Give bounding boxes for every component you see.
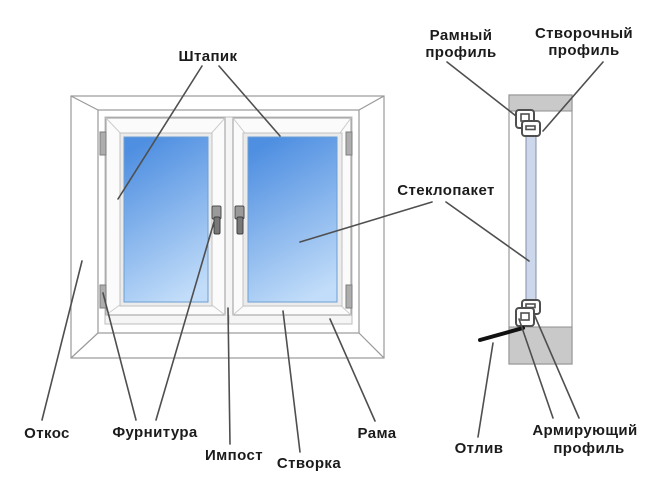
bottom-profile-reinforcement <box>520 312 530 321</box>
label-frame-profile-line1: Рамный <box>430 27 493 44</box>
pointer-drip <box>477 342 494 438</box>
frame-profile-reinforcement <box>520 113 530 122</box>
drip-sill-icon <box>478 326 525 342</box>
label-reinforcing-profile-line2: профиль <box>553 440 624 457</box>
label-glass-unit: Стеклопакет <box>397 182 495 199</box>
label-hardware: Фурнитура <box>112 424 198 441</box>
slope-outer-edge <box>70 95 385 359</box>
window-front-view <box>70 95 385 359</box>
pointer-sash <box>282 310 301 453</box>
pointer-mullion <box>227 307 231 445</box>
right-sash-bottom-hinge-icon <box>345 284 353 309</box>
right-sash-top-hinge-icon <box>345 131 353 156</box>
left-sash-top-hinge-icon <box>99 131 107 156</box>
pointer-lines <box>41 61 604 453</box>
slope-corner-top-right <box>358 95 385 111</box>
pointer-glass-unit-section <box>445 201 530 262</box>
pointer-reinforcing-1 <box>518 318 554 419</box>
wall-lintel <box>508 94 573 112</box>
wall-sill <box>508 326 573 365</box>
pointer-hardware-handle <box>155 221 215 421</box>
label-frame-profile-line2: профиль <box>425 44 496 61</box>
section-glass-unit <box>525 132 537 309</box>
label-glazing-bead: Штапик <box>179 48 238 65</box>
sash-profile-slot <box>525 125 536 131</box>
left-handle-icon <box>213 216 221 235</box>
slope-corner-top-left <box>70 95 99 111</box>
pointer-frame <box>329 318 376 422</box>
left-sash-bottom-hinge-icon <box>99 284 107 309</box>
right-sash <box>232 117 353 316</box>
pointer-glazing-bead-right <box>218 65 281 137</box>
pointer-frame-profile <box>446 61 517 117</box>
pointer-sash-profile <box>542 61 604 132</box>
pointer-glazing-bead-left <box>117 65 203 200</box>
label-slope: Откос <box>24 425 70 442</box>
labels: Штапик Рамный профиль Створочный профиль… <box>24 25 637 472</box>
slope-corner-bottom-left <box>70 332 99 359</box>
right-handle-icon <box>236 216 244 235</box>
label-sash-profile-line2: профиль <box>548 42 619 59</box>
top-profile-assembly <box>515 109 541 137</box>
label-frame: Рама <box>358 425 397 442</box>
window-profile-cross-section <box>478 94 573 365</box>
bottom-sash-profile-slot <box>525 303 536 309</box>
pointer-reinforcing-2 <box>533 313 580 419</box>
left-glass-unit <box>123 136 209 303</box>
label-mullion: Импост <box>205 447 263 464</box>
label-sash: Створка <box>277 455 341 472</box>
pointer-slope <box>41 260 83 421</box>
label-sash-profile-line1: Створочный <box>535 25 633 42</box>
slope-corner-bottom-right <box>358 332 385 359</box>
label-drip: Отлив <box>455 440 504 457</box>
right-glass-unit <box>247 136 338 303</box>
label-reinforcing-profile-line1: Армирующий <box>532 422 637 439</box>
pointer-hardware-hinge <box>102 292 137 421</box>
pointer-glass-unit-front <box>299 201 433 243</box>
left-sash <box>99 117 226 316</box>
